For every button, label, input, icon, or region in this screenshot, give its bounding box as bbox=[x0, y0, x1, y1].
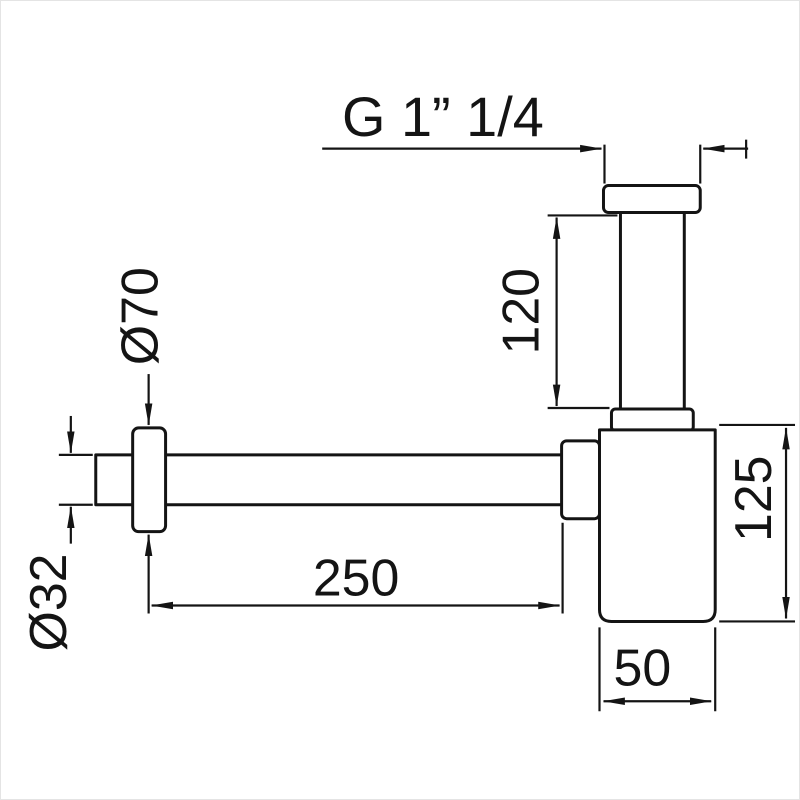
dim-125-label: 125 bbox=[724, 455, 782, 542]
trap-body bbox=[598, 428, 717, 623]
wall-flange bbox=[131, 426, 168, 534]
dimension-labels: G 1” 1/4 120 Ø70 Ø32 250 125 50 bbox=[19, 85, 782, 696]
dimension-lines bbox=[58, 139, 796, 712]
dim-50 bbox=[598, 627, 717, 712]
inlet-flange bbox=[601, 184, 702, 214]
dim-120-label: 120 bbox=[492, 268, 550, 355]
trap-parts bbox=[94, 184, 717, 623]
dim-thread bbox=[322, 139, 749, 184]
vertical-pipe bbox=[618, 208, 686, 414]
dim-50-label: 50 bbox=[614, 638, 672, 696]
dim-32 bbox=[58, 415, 93, 544]
thread-size-label: G 1” 1/4 bbox=[342, 85, 544, 148]
horizontal-pipe bbox=[94, 453, 601, 507]
dim-120 bbox=[547, 214, 618, 410]
vertical-pipe-nut bbox=[609, 407, 695, 433]
dim-250-label: 250 bbox=[313, 549, 400, 607]
horizontal-pipe-nut bbox=[560, 439, 601, 521]
dim-32-label: Ø32 bbox=[19, 553, 77, 651]
dim-250 bbox=[151, 522, 564, 614]
dim-70-label: Ø70 bbox=[111, 267, 169, 365]
dim-125 bbox=[719, 423, 796, 623]
